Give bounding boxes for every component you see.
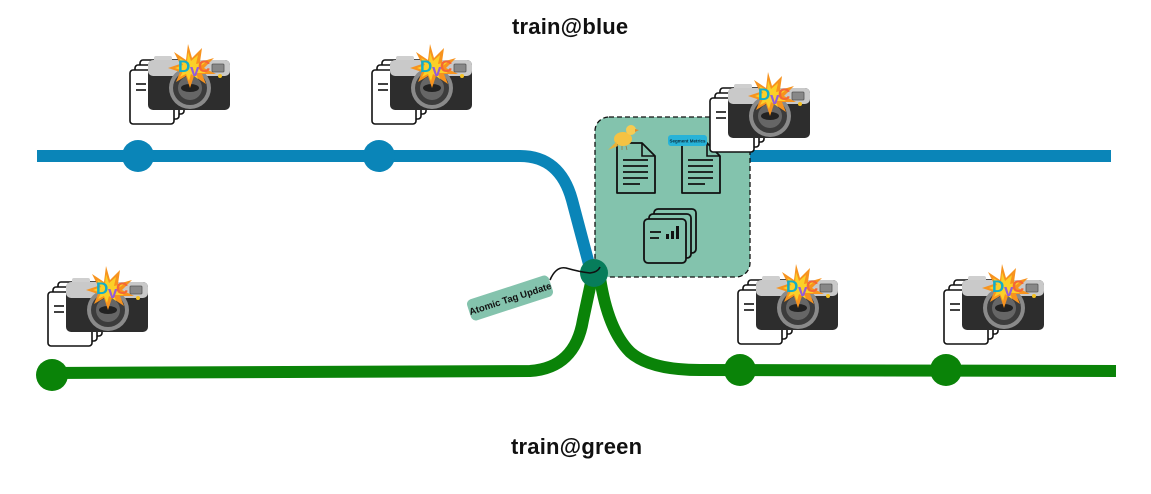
- snapshot-camera-icon-green-2[interactable]: [737, 263, 839, 345]
- snapshot-camera-icon-green-3[interactable]: [943, 263, 1045, 345]
- tag-string: [549, 266, 601, 281]
- branch-line-green-left: [49, 276, 598, 379]
- commit-node-blue-2[interactable]: [363, 140, 395, 172]
- stacked-metrics-icon[interactable]: [643, 208, 697, 264]
- snapshot-camera-icon-blue-1[interactable]: [129, 43, 231, 125]
- commit-node-green-2[interactable]: [724, 354, 756, 386]
- branch-line-green-right: [594, 277, 1117, 377]
- commit-node-blue-1[interactable]: [122, 140, 154, 172]
- model-file-document-icon[interactable]: [616, 142, 656, 194]
- branch-line-blue: [37, 150, 596, 270]
- atomic-tag-update[interactable]: Atomic Tag Update: [466, 274, 555, 321]
- canary-bird-icon: [608, 125, 639, 151]
- segment-metrics-badge: Segment Metrics: [668, 135, 707, 146]
- junction-node[interactable]: [580, 259, 608, 287]
- snapshot-camera-icon-blue-3[interactable]: [709, 71, 811, 153]
- branch-title-blue: train@blue: [512, 14, 629, 39]
- branch-title-green: train@green: [511, 434, 643, 459]
- commit-node-green-3[interactable]: [930, 354, 962, 386]
- segment-metrics-badge-label: Segment Metrics: [669, 139, 706, 144]
- snapshot-camera-icon-blue-2[interactable]: [371, 43, 473, 125]
- artifact-group-box: [594, 116, 751, 278]
- snapshot-camera-icon-green-1[interactable]: [47, 265, 149, 347]
- commit-node-green-1[interactable]: [36, 359, 68, 391]
